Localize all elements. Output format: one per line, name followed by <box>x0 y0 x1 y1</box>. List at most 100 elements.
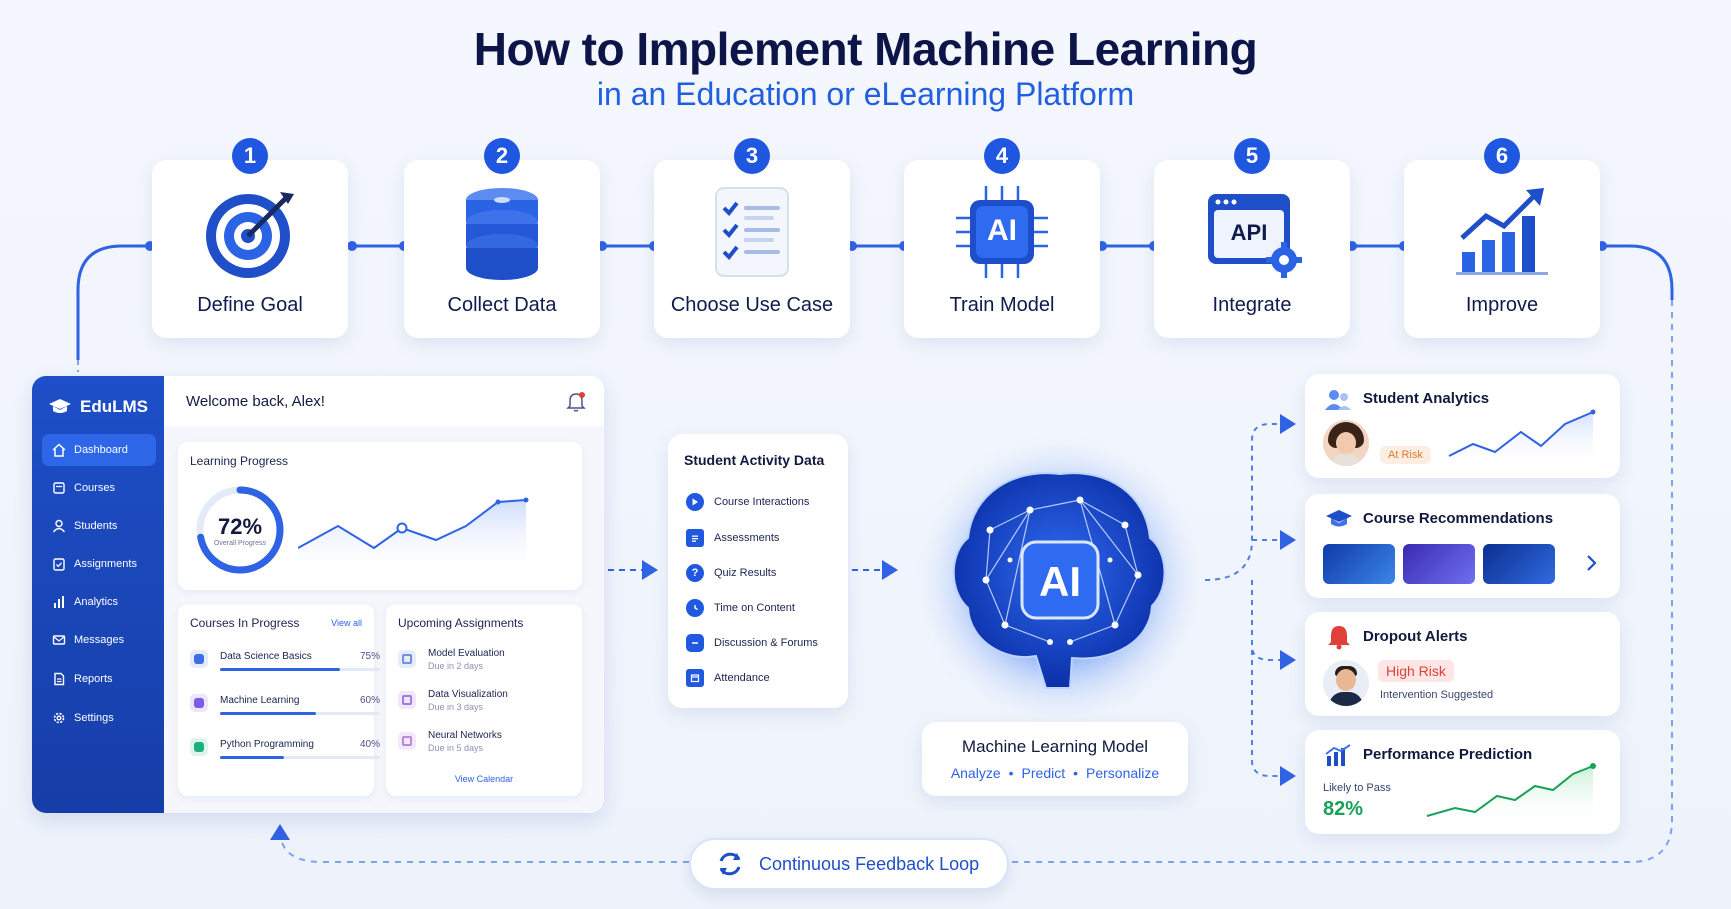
progress-line-chart <box>298 497 529 578</box>
step-number: 5 <box>1234 138 1270 174</box>
activity-label: Attendance <box>714 672 770 684</box>
recommendation-thumbnail[interactable] <box>1323 544 1395 584</box>
nav-analytics[interactable]: Analytics <box>42 586 156 618</box>
high-risk-badge: High Risk <box>1378 660 1454 682</box>
step-number: 2 <box>484 138 520 174</box>
ml-model-card: Machine Learning Model Analyze • Predict… <box>922 722 1188 796</box>
course-percent: 75% <box>359 651 380 662</box>
nav-label: Assignments <box>74 558 137 570</box>
course-icon <box>190 694 208 712</box>
course-name: Python Programming <box>220 739 314 750</box>
growth-chart-icon <box>1456 188 1548 275</box>
courses-panel: Courses In Progress View all Data Scienc… <box>178 604 380 796</box>
assignment-due: Due in 3 days <box>428 702 484 712</box>
nav-label: Reports <box>74 673 113 685</box>
course-bar <box>220 668 380 671</box>
course-icon <box>190 650 208 668</box>
intervention-note: Intervention Suggested <box>1380 689 1494 701</box>
step-collect-data: 2 Collect Data <box>404 138 600 338</box>
clock-icon <box>686 599 704 617</box>
activity-item: Attendance <box>686 666 770 690</box>
chat-icon <box>686 634 704 652</box>
progress-percent: 72% <box>217 514 263 539</box>
ml-model-title: Machine Learning Model <box>961 737 1149 756</box>
nav-settings[interactable]: Settings <box>42 702 156 734</box>
prediction-line-chart <box>1426 763 1596 824</box>
api-window-icon: API <box>1202 182 1302 282</box>
activity-label: Course Interactions <box>714 496 810 508</box>
ai-chip-icon: AI <box>952 182 1052 282</box>
progress-ring <box>196 486 284 574</box>
step-number: 4 <box>984 138 1020 174</box>
lms-main: Welcome back, Alex! Learning Progress 72… <box>164 376 604 813</box>
step-define-goal: 1 Define Goal <box>152 138 348 338</box>
step-label: Choose Use Case <box>670 294 834 316</box>
nav-dashboard[interactable]: Dashboard <box>42 434 156 466</box>
activity-item: Discussion & Forums <box>686 631 818 655</box>
course-row[interactable]: Machine Learning 60% <box>190 692 380 722</box>
document-icon <box>54 672 65 686</box>
analytics-line-chart <box>1448 409 1596 468</box>
step-choose-use-case: 3 Choose Use Case <box>654 138 850 338</box>
nav-messages[interactable]: Messages <box>42 624 156 656</box>
assignments-panel: Upcoming Assignments Model Evaluation Du… <box>386 604 582 796</box>
course-row[interactable]: Data Science Basics 75% <box>190 648 380 678</box>
learning-progress-panel: Learning Progress 72% Overall Progress <box>178 442 582 590</box>
step-label: Collect Data <box>447 294 557 316</box>
course-percent: 40% <box>359 739 380 750</box>
view-all-link[interactable]: View all <box>331 618 362 628</box>
document-icon <box>686 529 704 547</box>
clipboard-icon <box>53 558 65 571</box>
nav-courses[interactable]: Courses <box>42 472 156 504</box>
output-title: Course Recommendations <box>1363 510 1554 527</box>
assignment-icon <box>398 691 416 709</box>
course-icon <box>190 738 208 756</box>
graduation-cap-icon <box>1326 510 1352 527</box>
page-title: How to Implement Machine Learning <box>473 23 1258 75</box>
assignment-icon <box>398 650 416 668</box>
activity-title: Student Activity Data <box>684 452 825 468</box>
bell-icon[interactable] <box>566 391 586 413</box>
database-icon <box>466 188 538 280</box>
ai-brain: AI <box>910 430 1210 730</box>
bar-chart-icon <box>1325 744 1351 766</box>
nav-label: Dashboard <box>74 444 128 456</box>
nav-students[interactable]: Students <box>42 510 156 542</box>
feedback-label: Continuous Feedback Loop <box>759 853 980 874</box>
graduation-cap-icon <box>49 399 71 413</box>
assignment-row[interactable]: Data Visualization Due in 3 days <box>398 689 558 723</box>
brain-ai-text: AI <box>1039 558 1081 605</box>
recommendation-thumbnail[interactable] <box>1403 544 1475 584</box>
assignment-row[interactable]: Neural Networks Due in 5 days <box>398 730 558 764</box>
recommendation-thumbnail[interactable] <box>1483 544 1555 584</box>
step-number: 1 <box>232 138 268 174</box>
activity-item: ? Quiz Results <box>686 561 776 585</box>
prediction-value: 82% <box>1323 798 1364 820</box>
checklist-icon <box>715 187 789 277</box>
nav-label: Courses <box>74 482 115 494</box>
course-bar <box>220 712 380 715</box>
tag-separator: • <box>1008 765 1014 781</box>
course-percent: 60% <box>359 695 380 706</box>
bar-chart-icon <box>54 596 64 608</box>
play-icon <box>686 493 704 511</box>
book-icon <box>53 482 65 494</box>
alarm-bell-icon <box>1328 626 1350 650</box>
assignment-row[interactable]: Model Evaluation Due in 2 days <box>398 648 558 682</box>
view-calendar-link[interactable]: View Calendar <box>454 774 514 784</box>
course-row[interactable]: Python Programming 40% <box>190 736 380 766</box>
nav-reports[interactable]: Reports <box>42 663 156 695</box>
chevron-right-icon[interactable] <box>1585 554 1597 572</box>
activity-item: Course Interactions <box>686 490 809 514</box>
brand-name: EduLMS <box>80 397 148 416</box>
step-improve: 6 Improve <box>1404 138 1600 338</box>
lms-dashboard: EduLMS Dashboard Courses Students Assign… <box>32 376 604 813</box>
dropout-alerts-card: Dropout Alerts High Risk Intervention Su… <box>1305 612 1620 716</box>
panel-title: Learning Progress <box>190 454 289 468</box>
home-icon <box>52 443 66 457</box>
welcome-text: Welcome back, Alex! <box>186 392 325 410</box>
activity-label: Discussion & Forums <box>714 637 818 649</box>
activity-item: Time on Content <box>686 596 795 620</box>
nav-assignments[interactable]: Assignments <box>42 548 156 580</box>
panel-title: Upcoming Assignments <box>398 616 524 630</box>
